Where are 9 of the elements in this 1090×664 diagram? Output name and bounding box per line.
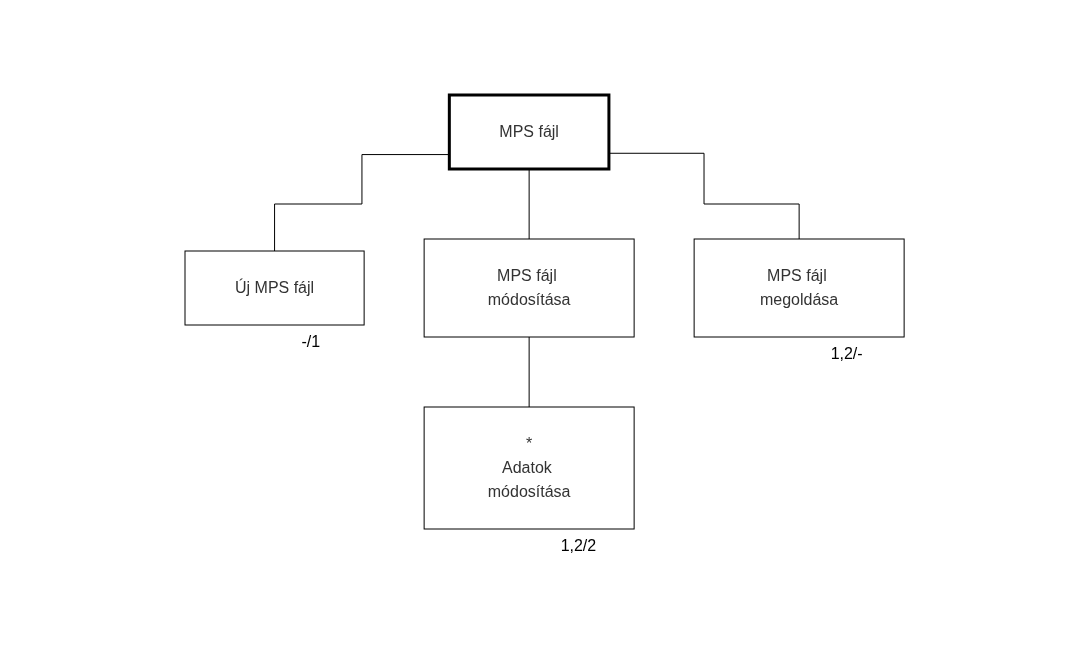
node-box: MPS fájl módosítása — [424, 238, 636, 338]
node-annotation: 1,2/- — [831, 345, 864, 362]
node-annotation: 1,2/2 — [561, 537, 597, 554]
node-annotation: -/1 — [301, 333, 321, 350]
node-box: * Adatok módosítása — [424, 406, 636, 530]
connector — [529, 336, 531, 408]
node-box: MPS fájl megoldása — [694, 238, 906, 338]
node-box: MPS fájl — [448, 93, 611, 171]
node-box: Új MPS fájl — [184, 250, 366, 326]
